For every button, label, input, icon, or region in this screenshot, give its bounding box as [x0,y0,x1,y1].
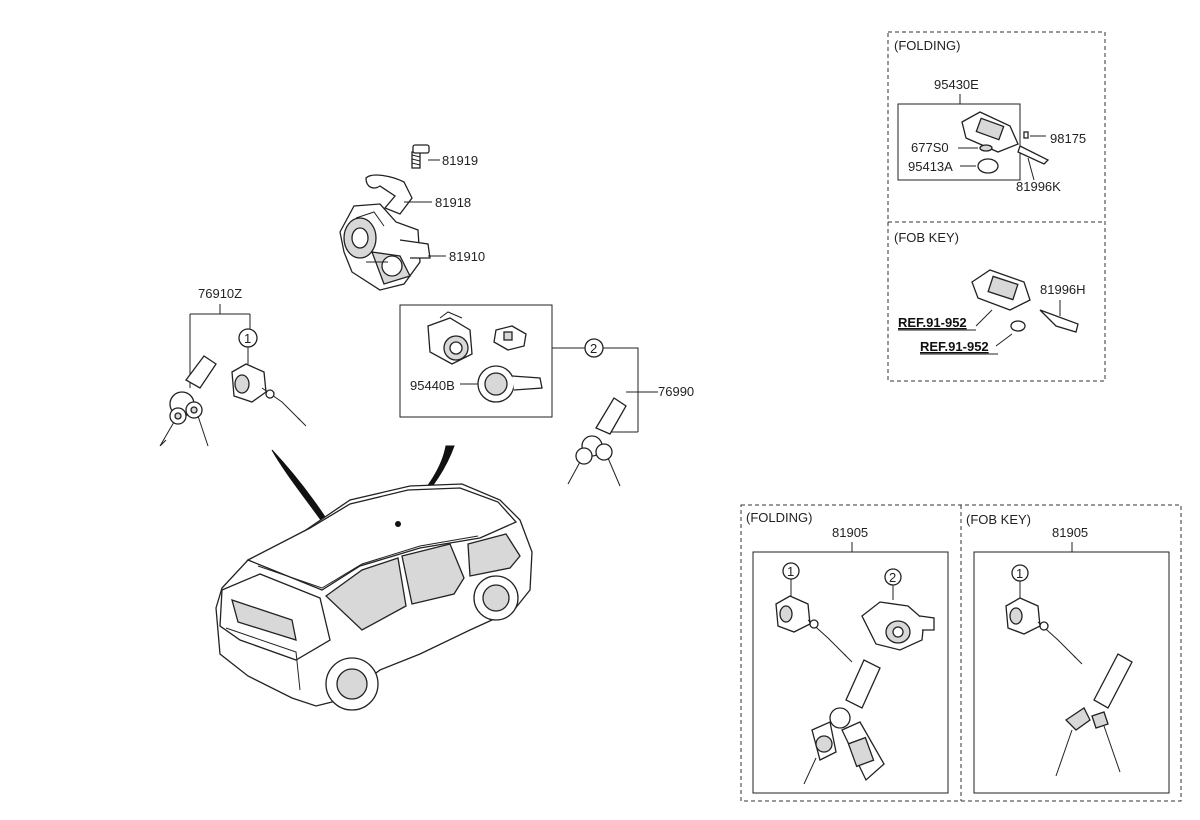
callout-1-fob-label: 1 [1016,566,1023,581]
ignition-lock-assembly: 81919 81918 81910 [339,144,485,291]
label-81919: 81919 [442,153,478,168]
door-lock-cylinder[interactable] [231,363,307,427]
ref-91-952-b[interactable]: REF.91-952 [920,339,989,354]
bracket-81918[interactable] [365,174,413,215]
clip-part[interactable] [493,325,527,351]
lock-key-set-81905: (FOLDING) (FOB KEY) 81905 81905 1 2 [740,504,1182,802]
label-81996H: 81996H [1040,282,1086,297]
label-81918: 81918 [435,195,471,210]
label-98175: 98175 [1050,131,1086,146]
section-fob-bottom: (FOB KEY) [966,512,1031,527]
label-81905-folding: 81905 [832,525,868,540]
ignition-switch-81910[interactable] [339,203,431,291]
label-81910: 81910 [449,249,485,264]
smart-key-panel: (FOLDING) 95430E 98175 677S0 95413A 8199… [887,31,1106,382]
key-set-right[interactable] [567,397,627,487]
fob-mechanical-keys[interactable] [1055,653,1133,777]
section-folding-bottom: (FOLDING) [746,510,812,525]
section-folding-top: (FOLDING) [894,38,960,53]
fob-door-lock[interactable] [1005,597,1083,665]
label-81996K: 81996K [1016,179,1061,194]
callout-1-folding-label: 1 [787,564,794,579]
label-95440B: 95440B [410,378,455,393]
screw-98175[interactable] [1023,131,1029,139]
label-76910Z: 76910Z [198,286,242,301]
folding-ignition-cylinder[interactable] [861,601,935,651]
label-76990: 76990 [658,384,694,399]
immobilizer-ring[interactable] [477,365,543,403]
key-cylinder-95440B[interactable] [427,311,473,365]
screw-81919[interactable] [411,144,430,169]
callout-2-label: 2 [590,341,597,356]
label-81905-fob: 81905 [1052,525,1088,540]
section-fob-top: (FOB KEY) [894,230,959,245]
emergency-key-81996H[interactable] [1039,309,1079,333]
label-677S0: 677S0 [911,140,949,155]
door-lock-set-76910Z: 76910Z 1 [159,286,307,447]
callout-1-label: 1 [244,331,251,346]
ref-91-952-a[interactable]: REF.91-952 [898,315,967,330]
label-95430E: 95430E [934,77,979,92]
folding-door-lock[interactable] [775,595,853,663]
callout-2-folding-label: 2 [889,570,896,585]
battery-fob[interactable] [1010,320,1026,332]
label-95413A: 95413A [908,159,953,174]
folding-smart-key[interactable] [961,111,1050,165]
fob-smart-key[interactable] [971,269,1031,311]
battery-95413A[interactable] [977,158,999,174]
vehicle-illustration [215,445,533,711]
folding-key-with-tag[interactable] [803,659,885,785]
key-set-left[interactable] [159,355,217,447]
battery-cover-677S0[interactable] [979,144,993,152]
key-cylinder-set-76990: 95440B 2 76990 [399,304,694,487]
